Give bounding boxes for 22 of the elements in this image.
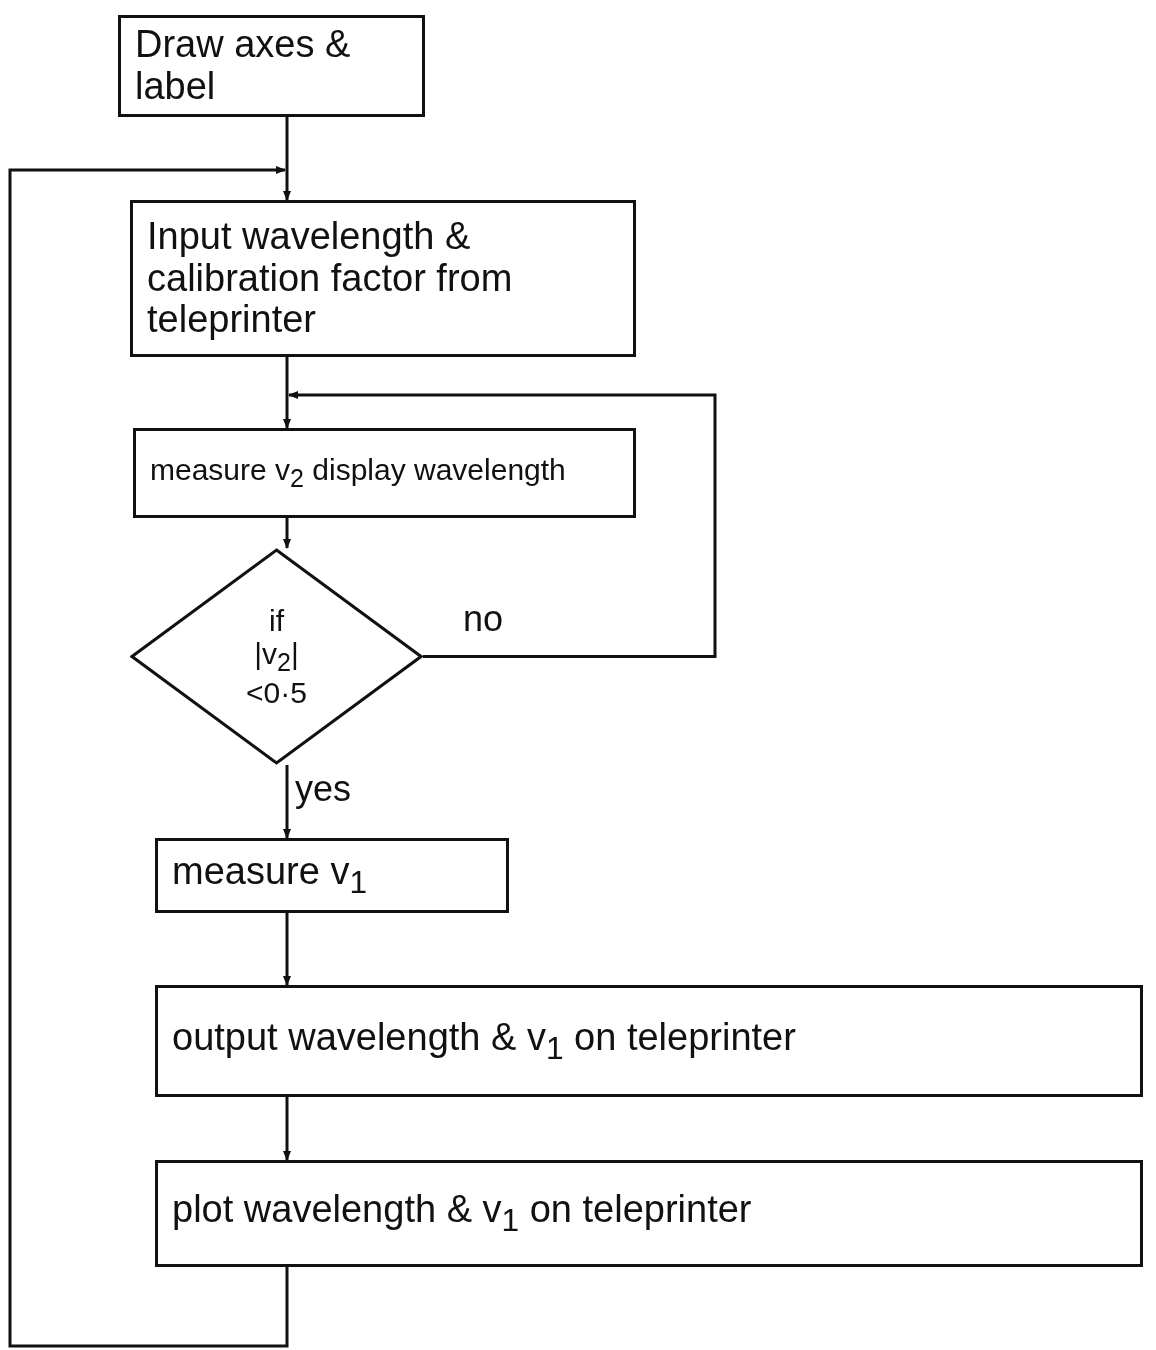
process-box	[155, 838, 509, 913]
process-box	[133, 428, 636, 518]
arrow	[283, 913, 291, 986]
process-box	[155, 1160, 1143, 1267]
process-box	[155, 985, 1143, 1097]
arrow	[283, 1097, 291, 1161]
arrow	[283, 357, 291, 429]
arrow	[8, 166, 289, 1348]
node-text: measure v$_{2}$ display wavelength	[150, 453, 566, 493]
decision-diamond	[130, 548, 423, 765]
process-box	[118, 15, 425, 117]
node-text: Draw axes & label	[135, 24, 352, 108]
node-text: plot wavelength & v$_{1}$ on teleprinter	[172, 1189, 752, 1238]
node-text: if |v$_{2}$| <0·5	[245, 603, 308, 710]
node-text: measure v$_{1}$	[172, 851, 367, 900]
node-text: Input wavelength & calibration factor from teleprinter	[147, 215, 514, 342]
arrow	[283, 117, 291, 201]
arrow	[283, 765, 291, 839]
arrow	[288, 391, 717, 658]
arrow	[283, 518, 291, 549]
process-box	[130, 200, 636, 357]
node-text: output wavelength & v$_{1}$ on teleprinter	[172, 1016, 796, 1066]
